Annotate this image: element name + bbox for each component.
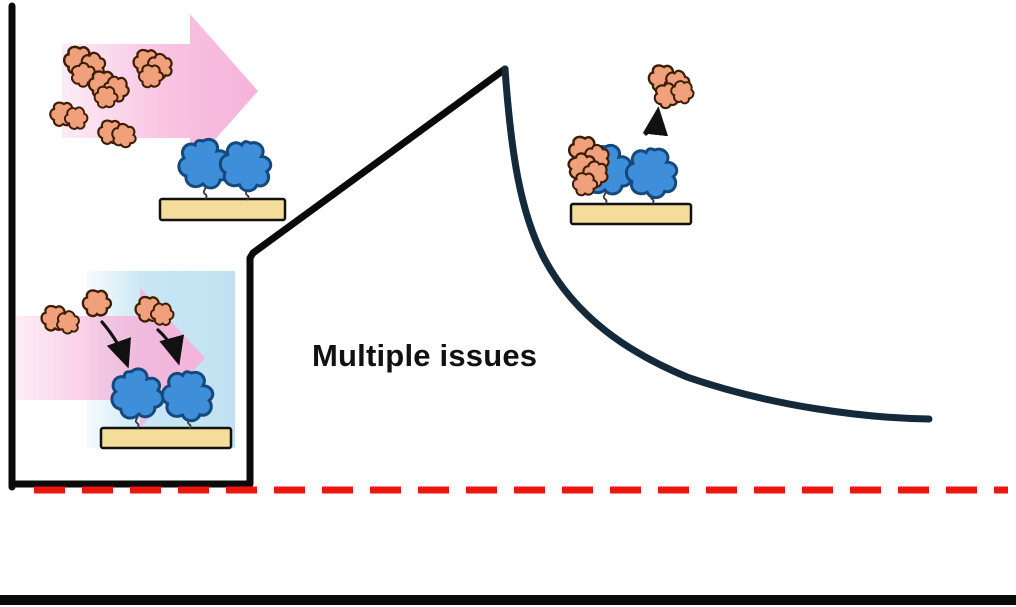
analyte-blob-icon: [81, 289, 113, 318]
receptor-icon: [621, 142, 683, 203]
binding-arrow-icon: [156, 328, 185, 366]
sensor-surface: [99, 426, 233, 450]
main-label: Multiple issues: [312, 338, 538, 373]
injection-vignette: [49, 14, 287, 222]
baseline-association-curve: [8, 65, 509, 488]
dissociation-event-arrow: [642, 106, 669, 137]
sensor-surface: [158, 197, 287, 222]
receptors: [177, 133, 279, 197]
analyte-blob-icon: [93, 85, 119, 109]
receptor-icon: [213, 133, 279, 197]
leaving-analytes: [647, 64, 698, 112]
sensor-surface: [569, 202, 693, 226]
x-axis-bar: [0, 595, 1016, 605]
dissociation-curve: [501, 65, 933, 423]
binding-arrow-icon: [100, 320, 131, 369]
dissociation-arrow-icon: [642, 106, 669, 137]
dissociation-vignette: [562, 64, 698, 226]
analyte-blob-icon: [571, 172, 599, 197]
binding-vignette: [16, 271, 235, 450]
analyte-blob-icon: [137, 64, 165, 89]
binding-event-arrows: [100, 320, 185, 369]
